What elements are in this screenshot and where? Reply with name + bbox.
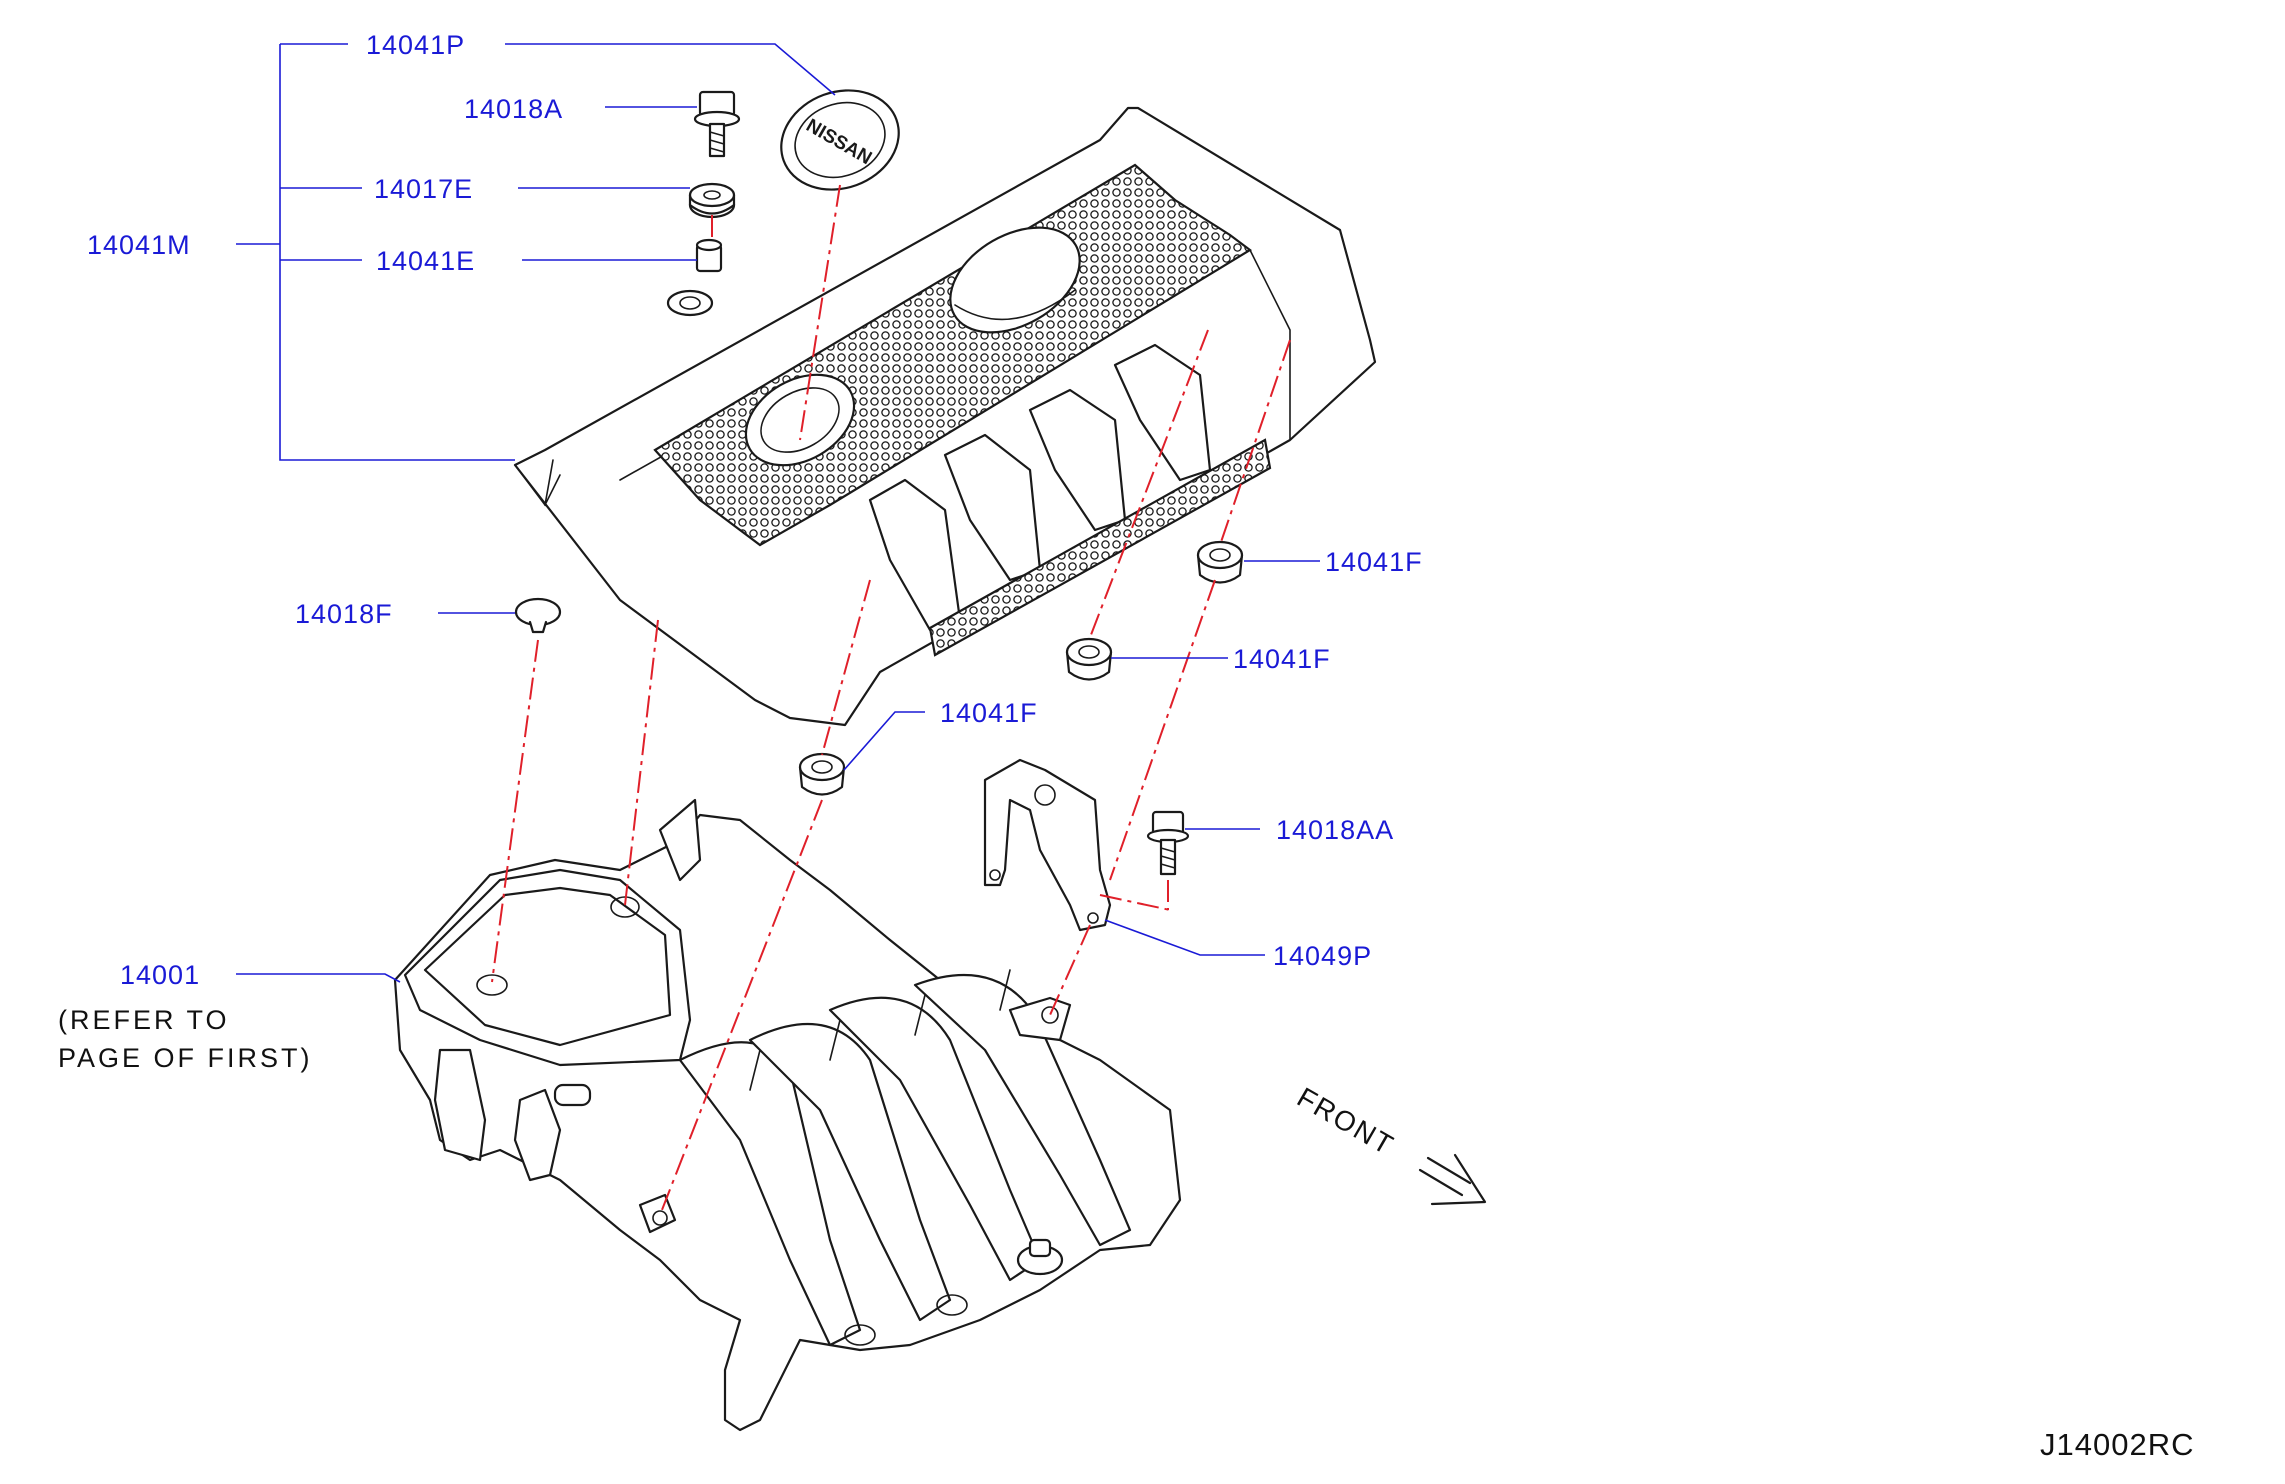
front-direction-indicator: FRONT	[1292, 1081, 1487, 1206]
label-14018A: 14018A	[464, 94, 563, 124]
label-14041F-c: 14041F	[940, 698, 1038, 728]
engine-cover	[513, 106, 1377, 727]
collar-14041E	[695, 238, 723, 273]
label-14041M: 14041M	[87, 230, 191, 260]
bracket-14049P	[983, 758, 1112, 932]
grommet-14041F-a	[1196, 540, 1244, 584]
label-14041F-b: 14041F	[1233, 644, 1331, 674]
label-14041E: 14041E	[376, 246, 475, 276]
diagram-code: J14002RC	[2040, 1427, 2194, 1462]
grommet-14041F-c	[798, 752, 846, 796]
label-14049P: 14049P	[1273, 941, 1372, 971]
front-arrow-icon	[1418, 1153, 1487, 1206]
bolt-14018A	[693, 90, 741, 158]
label-14041F-a: 14041F	[1325, 547, 1423, 577]
front-label: FRONT	[1292, 1081, 1400, 1161]
assembly-centerlines	[491, 184, 1291, 1216]
label-14017E: 14017E	[374, 174, 473, 204]
intake-manifold	[393, 798, 1182, 1432]
clip-14018F	[514, 597, 562, 634]
bolt-14018AA	[1146, 810, 1190, 876]
grommet-14041F-b	[1065, 637, 1113, 681]
label-14041P: 14041P	[366, 30, 465, 60]
grommet-14017E	[688, 182, 736, 219]
refer-note-line1: (REFER TO	[58, 1005, 230, 1035]
refer-note-line2: PAGE OF FIRST)	[58, 1043, 313, 1073]
label-14018AA: 14018AA	[1276, 815, 1394, 845]
emblem-14041P: NISSAN	[780, 89, 900, 191]
label-14001: 14001	[120, 960, 200, 990]
leader-lines	[236, 43, 1320, 983]
label-14018F: 14018F	[295, 599, 393, 629]
